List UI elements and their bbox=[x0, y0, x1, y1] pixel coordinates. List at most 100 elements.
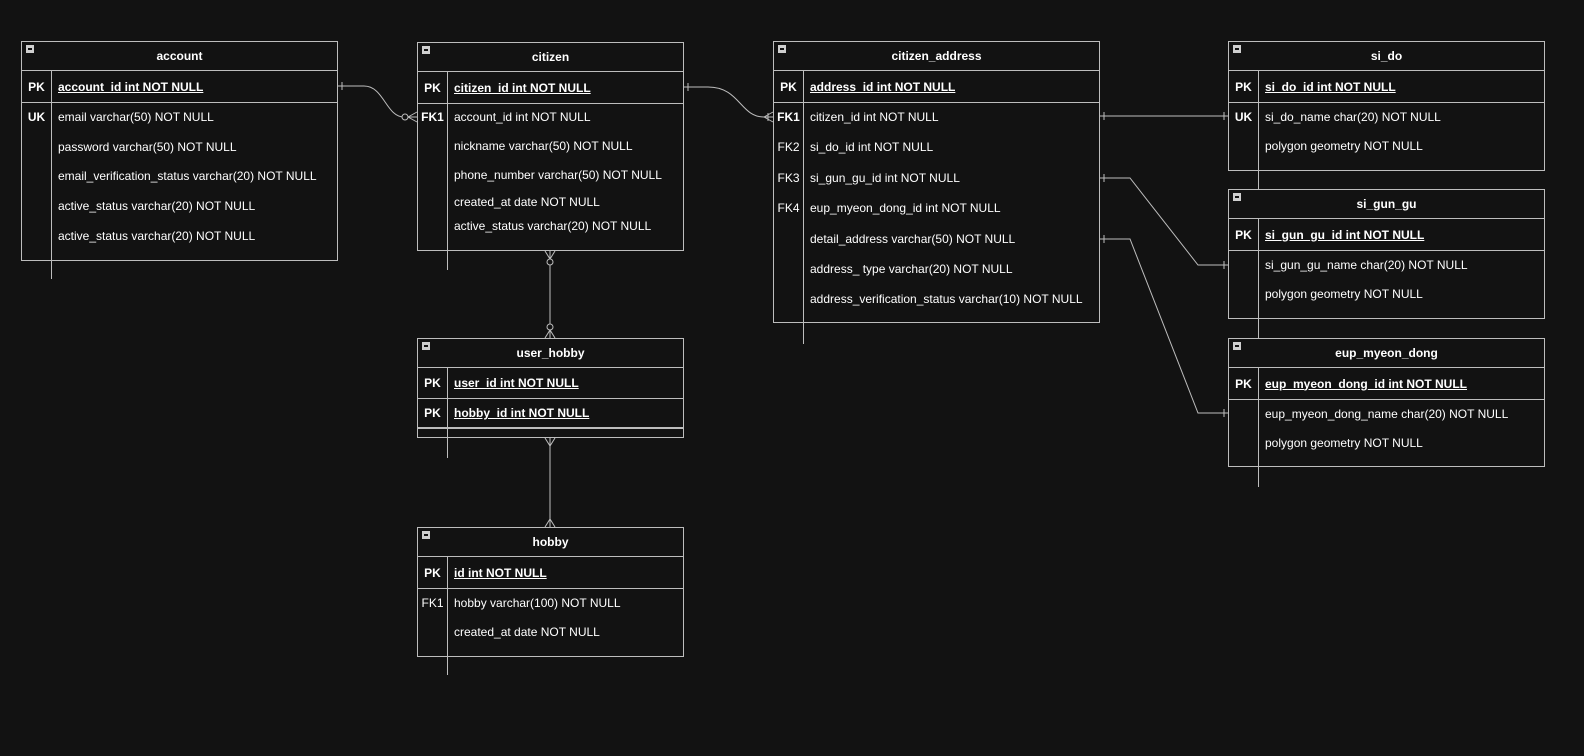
entity-header[interactable]: si_gun_gu bbox=[1229, 190, 1544, 219]
field-key bbox=[418, 132, 447, 160]
field-name: email varchar(50) NOT NULL bbox=[58, 110, 214, 124]
entity-title: hobby bbox=[532, 535, 569, 549]
pk-key-divider bbox=[803, 71, 804, 102]
field-name: nickname varchar(50) NOT NULL bbox=[454, 139, 633, 153]
connector-account-citizen bbox=[338, 85, 417, 118]
field-row[interactable]: PK citizen_id int NOT NULL bbox=[418, 72, 683, 103]
primary-key-field: citizen_id int NOT NULL bbox=[454, 80, 591, 95]
cardinality-mark bbox=[549, 518, 556, 528]
field-key: FK3 bbox=[777, 171, 800, 185]
collapse-icon[interactable] bbox=[422, 342, 430, 350]
field-row[interactable]: eup_myeon_dong_name char(20) NOT NULL bbox=[1229, 399, 1544, 429]
pk-key-divider bbox=[447, 368, 448, 398]
field-key: FK1 bbox=[421, 110, 444, 124]
field-row[interactable]: address_verification_status varchar(10) … bbox=[774, 284, 1099, 314]
field-row[interactable]: polygon geometry NOT NULL bbox=[1229, 131, 1544, 161]
row-separator bbox=[774, 102, 1099, 103]
field-key bbox=[774, 224, 803, 254]
field-name: si_gun_gu_id int NOT NULL bbox=[810, 171, 960, 185]
collapse-icon[interactable] bbox=[422, 46, 430, 54]
field-row[interactable]: active_status varchar(20) NOT NULL bbox=[418, 212, 683, 240]
field-row[interactable]: polygon geometry NOT NULL bbox=[1229, 428, 1544, 458]
field-row[interactable]: FK3 si_gun_gu_id int NOT NULL bbox=[774, 163, 1099, 193]
field-row[interactable]: phone_number varchar(50) NOT NULL bbox=[418, 161, 683, 189]
field-key: PK bbox=[424, 565, 441, 580]
pk-key-divider bbox=[1258, 219, 1259, 250]
collapse-icon[interactable] bbox=[1233, 45, 1241, 53]
field-name: polygon geometry NOT NULL bbox=[1265, 287, 1423, 301]
collapse-icon[interactable] bbox=[422, 531, 430, 539]
field-name: created_at date NOT NULL bbox=[454, 195, 600, 209]
pk-key-divider bbox=[51, 71, 52, 102]
cardinality-mark bbox=[549, 437, 556, 447]
entity-header[interactable]: eup_myeon_dong bbox=[1229, 339, 1544, 368]
field-row[interactable]: detail_address varchar(50) NOT NULL bbox=[774, 224, 1099, 254]
field-row[interactable]: email_verification_status varchar(20) NO… bbox=[22, 161, 337, 191]
key-column-divider bbox=[803, 102, 804, 344]
row-separator bbox=[1229, 250, 1544, 251]
field-row[interactable]: polygon geometry NOT NULL bbox=[1229, 279, 1544, 309]
cardinality-optional-mark bbox=[546, 258, 554, 266]
field-row[interactable]: active_status varchar(20) NOT NULL bbox=[22, 221, 337, 251]
entity-header[interactable]: citizen_address bbox=[774, 42, 1099, 71]
entity-header[interactable]: citizen bbox=[418, 43, 683, 72]
cardinality-optional-mark bbox=[401, 113, 409, 121]
field-row[interactable]: password varchar(50) NOT NULL bbox=[22, 132, 337, 162]
field-key bbox=[22, 132, 51, 162]
collapse-icon[interactable] bbox=[778, 45, 786, 53]
field-key: PK bbox=[424, 80, 441, 95]
entity-title: citizen_address bbox=[891, 49, 982, 63]
entity-header[interactable]: user_hobby bbox=[418, 339, 683, 368]
field-name: phone_number varchar(50) NOT NULL bbox=[454, 168, 662, 182]
field-row[interactable]: address_ type varchar(20) NOT NULL bbox=[774, 254, 1099, 284]
cardinality-mark bbox=[549, 250, 556, 260]
collapse-icon[interactable] bbox=[1233, 193, 1241, 201]
field-key: PK bbox=[1235, 227, 1252, 242]
field-row[interactable]: si_gun_gu_name char(20) NOT NULL bbox=[1229, 250, 1544, 280]
cardinality-mark bbox=[763, 111, 774, 118]
entity-header[interactable]: si_do bbox=[1229, 42, 1544, 71]
field-key bbox=[418, 161, 447, 189]
entity-header[interactable]: account bbox=[22, 42, 337, 71]
collapse-icon[interactable] bbox=[26, 45, 34, 53]
primary-key-field: address_id int NOT NULL bbox=[810, 79, 956, 94]
field-row[interactable]: created_at date NOT NULL bbox=[418, 188, 683, 216]
field-row[interactable]: active_status varchar(20) NOT NULL bbox=[22, 191, 337, 221]
field-key bbox=[774, 254, 803, 284]
field-key bbox=[1229, 131, 1258, 161]
cardinality-mark bbox=[549, 329, 556, 339]
entity-header[interactable]: hobby bbox=[418, 528, 683, 557]
field-name: address_ type varchar(20) NOT NULL bbox=[810, 262, 1013, 276]
field-key: PK bbox=[1235, 376, 1252, 391]
field-row[interactable]: nickname varchar(50) NOT NULL bbox=[418, 132, 683, 160]
field-name: si_do_name char(20) NOT NULL bbox=[1265, 110, 1441, 124]
field-key bbox=[1229, 250, 1258, 280]
collapse-icon[interactable] bbox=[1233, 342, 1241, 350]
cardinality-mark bbox=[763, 116, 774, 123]
cardinality-mark bbox=[407, 116, 418, 123]
field-row[interactable]: created_at date NOT NULL bbox=[418, 617, 683, 647]
